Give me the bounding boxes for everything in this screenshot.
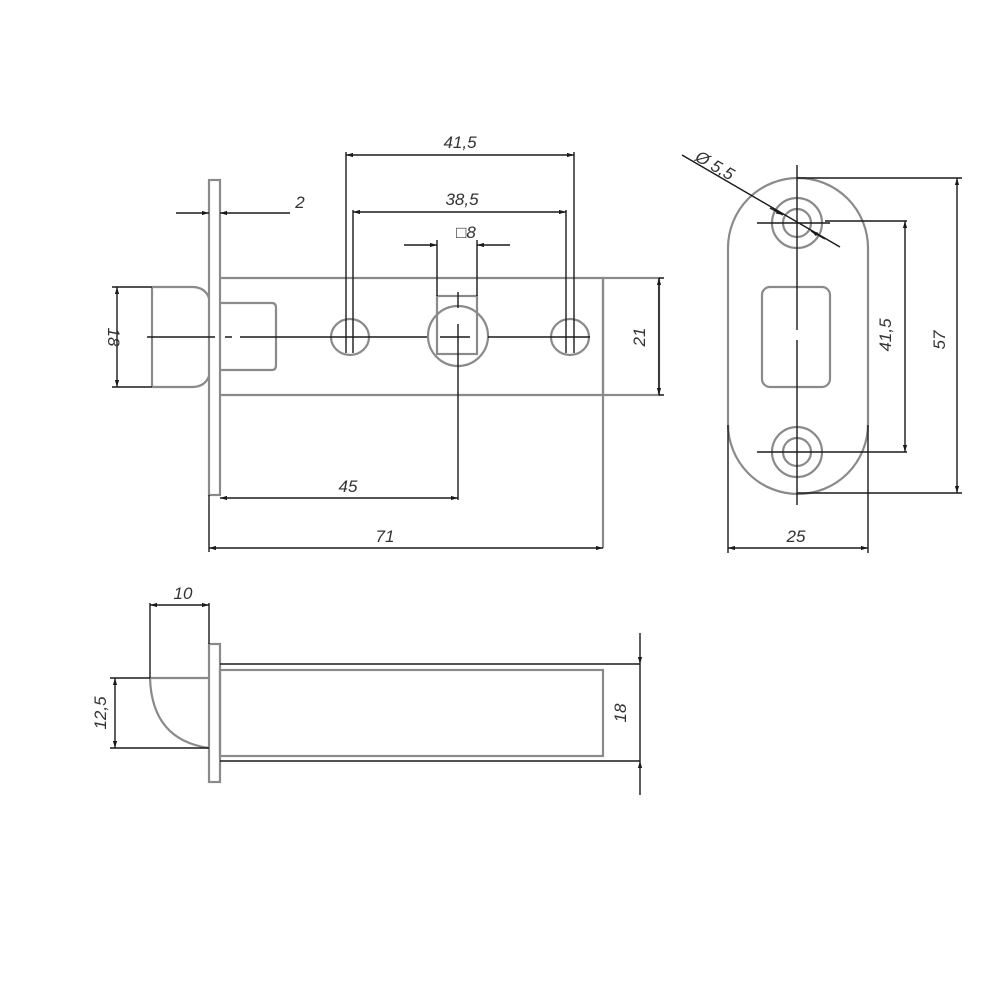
side-view: 10 12,5 18 <box>91 584 643 795</box>
dim-faceplate-thickness: 2 <box>294 193 305 212</box>
side-bolt-curve <box>148 676 210 750</box>
dim-bolt-height: 18 <box>104 328 123 347</box>
dim-strike-hole-spacing: 41,5 <box>876 318 895 352</box>
dim-total-length: 71 <box>376 527 395 546</box>
dim-body-thickness: 18 <box>611 703 630 722</box>
dim-bolt-curve-height: 12,5 <box>91 696 110 730</box>
front-view: 41,5 38,5 □8 2 18 21 45 71 <box>104 133 664 552</box>
dim-hole-spacing-outer: 41,5 <box>443 133 477 152</box>
dim-backset: 45 <box>339 477 358 496</box>
dim-square-spindle: □8 <box>456 223 476 242</box>
strike-opening <box>760 285 832 389</box>
dim-bolt-projection: 10 <box>174 584 193 603</box>
dim-plate-width: 25 <box>786 527 806 546</box>
side-faceplate <box>207 642 222 784</box>
dim-hole-diameter: Ø 5,5 <box>691 147 738 185</box>
strike-plate <box>726 176 870 496</box>
dim-hole-spacing-inner: 38,5 <box>445 190 479 209</box>
strike-plate-view: Ø 5,5 41,5 57 25 <box>681 147 962 553</box>
square-spindle-hole <box>435 294 479 356</box>
dim-plate-height: 57 <box>930 330 949 349</box>
dim-body-height: 21 <box>630 328 649 348</box>
side-body <box>218 668 605 758</box>
